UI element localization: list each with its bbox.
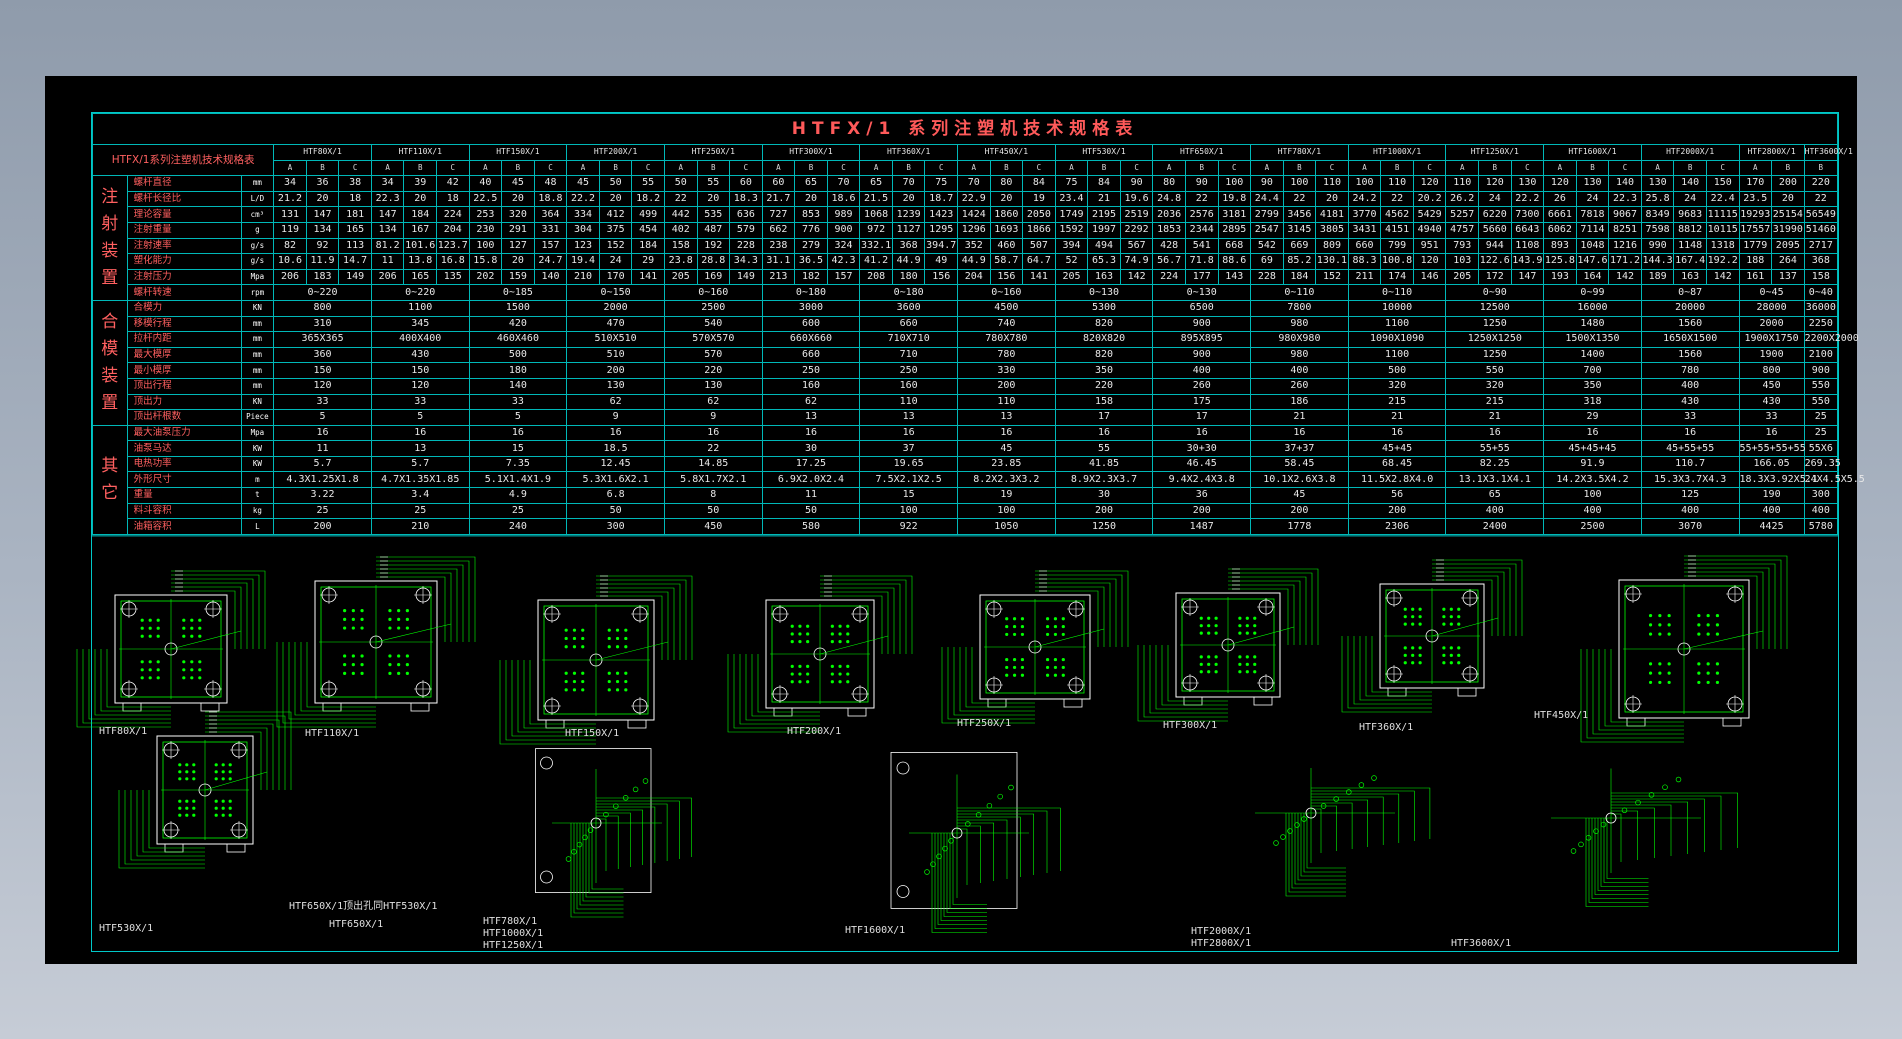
- screw-option-label: C: [338, 159, 372, 177]
- platen-htf150: [499, 575, 693, 745]
- spec-value: 210: [370, 518, 470, 535]
- spec-value: 18: [436, 190, 470, 208]
- model-drawing-label: HTF300X/1: [1163, 720, 1217, 731]
- model-drawing-label: HTF1000X/1: [483, 928, 543, 939]
- model-drawing-label: HTF110X/1: [305, 728, 359, 739]
- group-label: 注射装置: [92, 175, 128, 301]
- model-drawing-label: HTF3600X/1: [1451, 938, 1511, 949]
- spec-value: 100: [468, 237, 503, 255]
- spec-value: 224: [436, 206, 470, 223]
- platen-htf80: [76, 570, 266, 728]
- spec-value: 4425: [1738, 518, 1805, 535]
- spec-value: 300: [566, 518, 665, 535]
- spec-value: 450: [663, 518, 763, 535]
- model-drawing-label: HTF1250X/1: [483, 940, 543, 951]
- spec-value: 2500: [1543, 518, 1642, 535]
- spec-value: 1487: [1152, 518, 1252, 535]
- spec-value: 101.6: [403, 237, 437, 255]
- model-drawing-label: HTF530X/1: [99, 923, 153, 934]
- model-header: HTF3600X/1: [1803, 144, 1853, 161]
- model-drawing-label: HTF1600X/1: [845, 925, 905, 936]
- platen-htf1600: [890, 752, 1061, 933]
- model-drawing-label: HTF2000X/1: [1191, 926, 1251, 937]
- table-title: HTFX/1 系列注塑机技术规格表: [92, 113, 1838, 145]
- platen-htf3600: [1551, 768, 1738, 907]
- platen-htf110: [276, 556, 476, 728]
- parameter-name: 油箱容积: [126, 518, 242, 535]
- mold-plate-drawings: HTF80X/1 HTF110X/1 HTF150X/1 HTF200X/1 HTF25…: [76, 535, 1839, 951]
- screw-option-label: B: [305, 159, 340, 177]
- spec-value: 92: [305, 237, 340, 255]
- spec-value: 2200X2000: [1803, 331, 1859, 348]
- model-drawing-label: HTF200X/1: [787, 726, 841, 737]
- spec-value: 13.8: [403, 253, 437, 270]
- platen-htf300: [1137, 568, 1319, 722]
- spec-value: 5780: [1803, 518, 1839, 535]
- table-corner-label: HTFX/1系列注塑机技术规格表: [91, 143, 275, 177]
- spec-value: 550: [1803, 377, 1839, 395]
- model-drawing-label: HTF80X/1: [99, 726, 147, 737]
- platen-htf650: [535, 748, 692, 918]
- model-drawing-label: HTF250X/1: [957, 718, 1011, 729]
- spec-value: 1250: [1054, 518, 1154, 535]
- model-drawing-label: HTF780X/1: [483, 916, 537, 927]
- model-drawing-label: HTF360X/1: [1359, 722, 1413, 733]
- spec-value: 2400: [1445, 518, 1545, 535]
- platen-htf530: [118, 711, 292, 869]
- platen-htf2000: [1255, 768, 1431, 897]
- model-drawing-label: HTF2800X/1: [1191, 938, 1251, 949]
- model-drawing-label: HTF650X/1: [329, 919, 383, 930]
- platen-htf200: [727, 575, 913, 733]
- spec-value: 200: [273, 518, 372, 535]
- platen-htf450: [1580, 555, 1788, 743]
- spec-value: 147: [305, 206, 340, 223]
- model-drawing-label: HTF450X/1: [1534, 710, 1588, 721]
- platen-htf250: [941, 570, 1129, 724]
- model-drawing-label: HTF650X/1顶出孔同HTF530X/1: [289, 899, 437, 912]
- platen-htf360: [1341, 559, 1523, 713]
- group-label: 合模装置: [92, 299, 128, 426]
- model-drawing-label: HTF150X/1: [565, 728, 619, 739]
- spec-value: 2250: [1803, 315, 1839, 333]
